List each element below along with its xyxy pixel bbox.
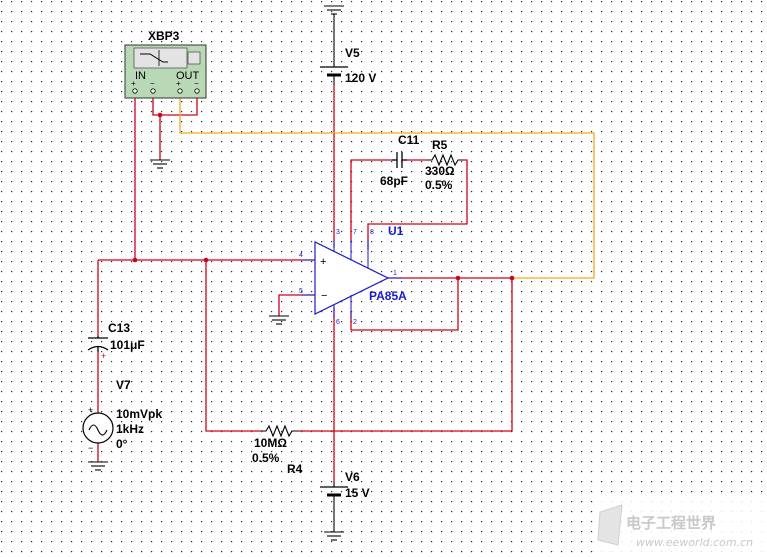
wire-out-probe <box>179 94 595 279</box>
opamp-u1[interactable]: + − <box>301 240 402 318</box>
battery-v5[interactable] <box>320 60 348 85</box>
opamp-pin-label: 2 <box>353 319 357 326</box>
v7-phase: 0° <box>116 437 128 451</box>
opamp-plus-sign: + <box>320 256 326 268</box>
watermark-logo-icon <box>597 504 623 546</box>
ground-icon <box>324 500 344 541</box>
wires <box>97 85 513 482</box>
wire-r5-pin8 <box>367 159 468 250</box>
watermark-url: www.eeworld.com.cn <box>636 536 753 549</box>
ac-source-v7[interactable]: + − <box>82 405 114 453</box>
ground-icon <box>324 5 344 60</box>
wire-pin7-c11 <box>350 159 392 243</box>
v5-value: 120 V <box>345 71 376 85</box>
v6-value: 15 V <box>345 486 370 500</box>
terminal-sign: + <box>176 79 181 88</box>
capacitor-c13[interactable] <box>87 336 109 352</box>
v6-ref: V6 <box>345 470 360 484</box>
junction-dot <box>509 275 515 281</box>
ground-symbols <box>88 5 344 541</box>
r5-tolerance: 0.5% <box>425 178 453 192</box>
opamp-pin-label: 5 <box>299 288 303 295</box>
watermark: 电子工程世界 www.eeworld.com.cn <box>594 498 764 554</box>
instrument-name: XBP3 <box>148 29 180 43</box>
v7-amplitude: 10mVpk <box>116 407 162 421</box>
r4-ref: R4 <box>287 462 303 476</box>
resistor-r5[interactable] <box>428 153 462 167</box>
c11-value: 68pF <box>380 174 408 188</box>
source-plus-sign: + <box>88 405 93 415</box>
c13-value: 101μF <box>110 338 145 352</box>
opamp-part: PA85A <box>369 289 407 303</box>
opamp-pin-label: 7 <box>353 229 357 236</box>
resistor-r4[interactable] <box>262 424 298 438</box>
terminal-sign: − <box>150 79 155 88</box>
v5-ref: V5 <box>345 46 360 60</box>
ground-icon <box>269 315 289 325</box>
terminal-in-minus[interactable] <box>150 88 156 94</box>
junctions <box>132 112 515 281</box>
instrument-knob <box>187 51 201 65</box>
c11-ref: C11 <box>398 133 420 147</box>
c13-ref: C13 <box>108 321 130 335</box>
wire-r4-out <box>298 278 513 432</box>
terminal-sign: + <box>131 79 136 88</box>
watermark-panel <box>594 498 764 554</box>
ground-icon <box>88 461 108 471</box>
source-minus-sign: − <box>88 443 93 453</box>
r4-value: 10MΩ <box>254 436 287 450</box>
junction-dot <box>455 275 461 281</box>
junction-dot <box>203 257 209 263</box>
terminal-out-plus[interactable] <box>177 88 183 94</box>
ground-icon <box>150 159 170 169</box>
capacitor-c11[interactable] <box>392 152 407 168</box>
c13-polarity: + <box>101 351 106 361</box>
r5-ref: R5 <box>432 138 448 152</box>
opamp-ref: U1 <box>388 224 404 238</box>
instrument-out-label: OUT <box>176 70 200 82</box>
terminal-out-minus[interactable] <box>194 88 200 94</box>
instrument-screen <box>133 47 188 69</box>
opamp-pin-label: 6 <box>336 319 340 326</box>
opamp-pin-label: 1 <box>393 270 397 277</box>
bode-plotter[interactable]: + − + − <box>124 44 207 99</box>
instrument-in-label: IN <box>135 70 146 82</box>
junction-dot <box>132 257 138 263</box>
opamp-pin-label: 3 <box>336 229 340 236</box>
terminal-in-plus[interactable] <box>132 88 138 94</box>
opamp-minus-sign: − <box>321 290 327 302</box>
sine-wave-icon <box>88 424 108 436</box>
ac-source-circle <box>82 412 114 444</box>
wire-probe-gnd <box>152 94 198 116</box>
battery-v6[interactable] <box>320 482 348 500</box>
r5-value: 330Ω <box>425 164 455 178</box>
junction-dot <box>157 112 163 118</box>
v7-ref: V7 <box>116 378 131 392</box>
wire-pin2-out <box>350 278 459 331</box>
bode-plot-icon <box>140 53 168 63</box>
watermark-text: 电子工程世界 <box>626 514 716 532</box>
r4-tolerance: 0.5% <box>252 451 280 465</box>
opamp-pin-label: 4 <box>299 252 303 259</box>
wire-node-r4 <box>205 260 262 432</box>
v7-frequency: 1kHz <box>116 422 144 436</box>
terminal-sign: − <box>194 79 199 88</box>
opamp-pin-label: 8 <box>370 229 374 236</box>
